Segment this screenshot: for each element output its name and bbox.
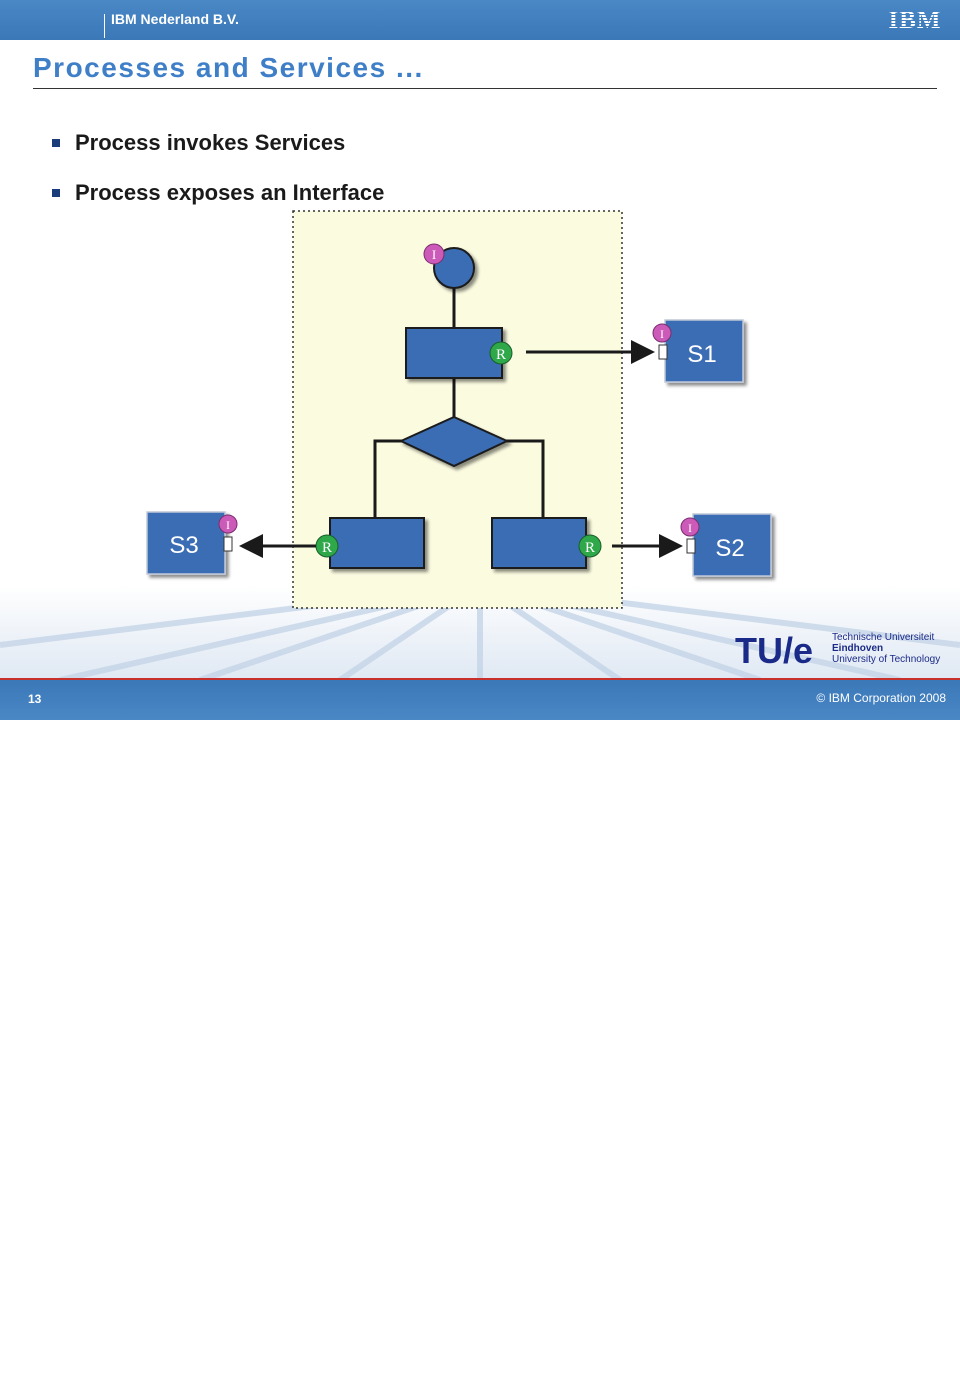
slide-title: Processes and Services ...: [33, 52, 424, 83]
tue-line: Eindhoven: [832, 643, 884, 654]
service-s1-box: [664, 319, 744, 383]
tue-line: Technische Universiteit: [832, 632, 935, 643]
service-s2-port: [686, 538, 696, 554]
service-s3-interface-badge: [218, 514, 238, 534]
bullet-square-icon: [52, 139, 60, 147]
service-s3-name: S3: [169, 532, 198, 559]
ibm-logo: IBM: [889, 7, 942, 32]
activity-box-top: [405, 327, 503, 379]
copyright-notice: © IBM Corporation 2008: [816, 691, 946, 705]
decision-gateway: [398, 415, 510, 468]
invoke-label-left: R: [322, 540, 332, 556]
process-diagram: I R R R I S1 I S2 I S3: [146, 210, 772, 609]
invoke-label-top: R: [496, 347, 506, 363]
invoke-label-right: R: [585, 540, 595, 556]
tue-mark: TU/e: [735, 630, 813, 670]
service-s2-box: [692, 513, 772, 577]
process-interface-badge: [423, 243, 445, 265]
footer-divider: [104, 1360, 105, 1382]
ibm-logo-text: IBM: [889, 7, 942, 32]
bottom-bar: [0, 680, 960, 1382]
service-s3-box: [146, 511, 226, 575]
footer-accent-line: [0, 678, 960, 680]
bullet-item: Process invokes Services: [52, 118, 384, 168]
flow-connectors: [373, 288, 545, 518]
service-s1-port: [658, 344, 668, 360]
service-s1-interface-badge: [652, 323, 672, 343]
tue-line: University of Technology: [832, 654, 941, 665]
bullet-text: Process exposes an Interface: [75, 180, 385, 205]
service-s1-name: S1: [687, 341, 716, 368]
service-s2-interface-label: I: [688, 521, 692, 535]
page-number: 13: [28, 692, 42, 706]
invoke-badge-right: [578, 534, 602, 558]
activity-box-left: [329, 517, 425, 569]
company-name: IBM Nederland B.V.: [111, 11, 239, 27]
service-s2-name: S2: [715, 535, 744, 562]
background-rays: [0, 585, 960, 680]
activity-box-right: [491, 517, 587, 569]
tue-name: Technische Universiteit Eindhoven Univer…: [832, 632, 940, 665]
bullet-square-icon: [52, 189, 60, 197]
top-bar: IBM Nederland B.V. IBM: [0, 0, 960, 40]
bullet-item: Process exposes an Interface: [52, 168, 384, 218]
service-s3-interface-label: I: [226, 518, 230, 532]
start-event: [433, 247, 475, 289]
service-s2-interface-badge: [680, 517, 700, 537]
header-divider: [104, 14, 105, 38]
bullet-list: Process invokes Services Process exposes…: [52, 118, 384, 218]
title-divider: [33, 88, 937, 89]
tue-logo: TU/e: [735, 630, 813, 670]
invoke-badge-top: [489, 341, 513, 365]
bullet-text: Process invokes Services: [75, 130, 346, 155]
service-s1-interface-label: I: [660, 327, 664, 341]
process-interface-label: I: [432, 247, 436, 262]
service-s3-port: [223, 536, 233, 552]
